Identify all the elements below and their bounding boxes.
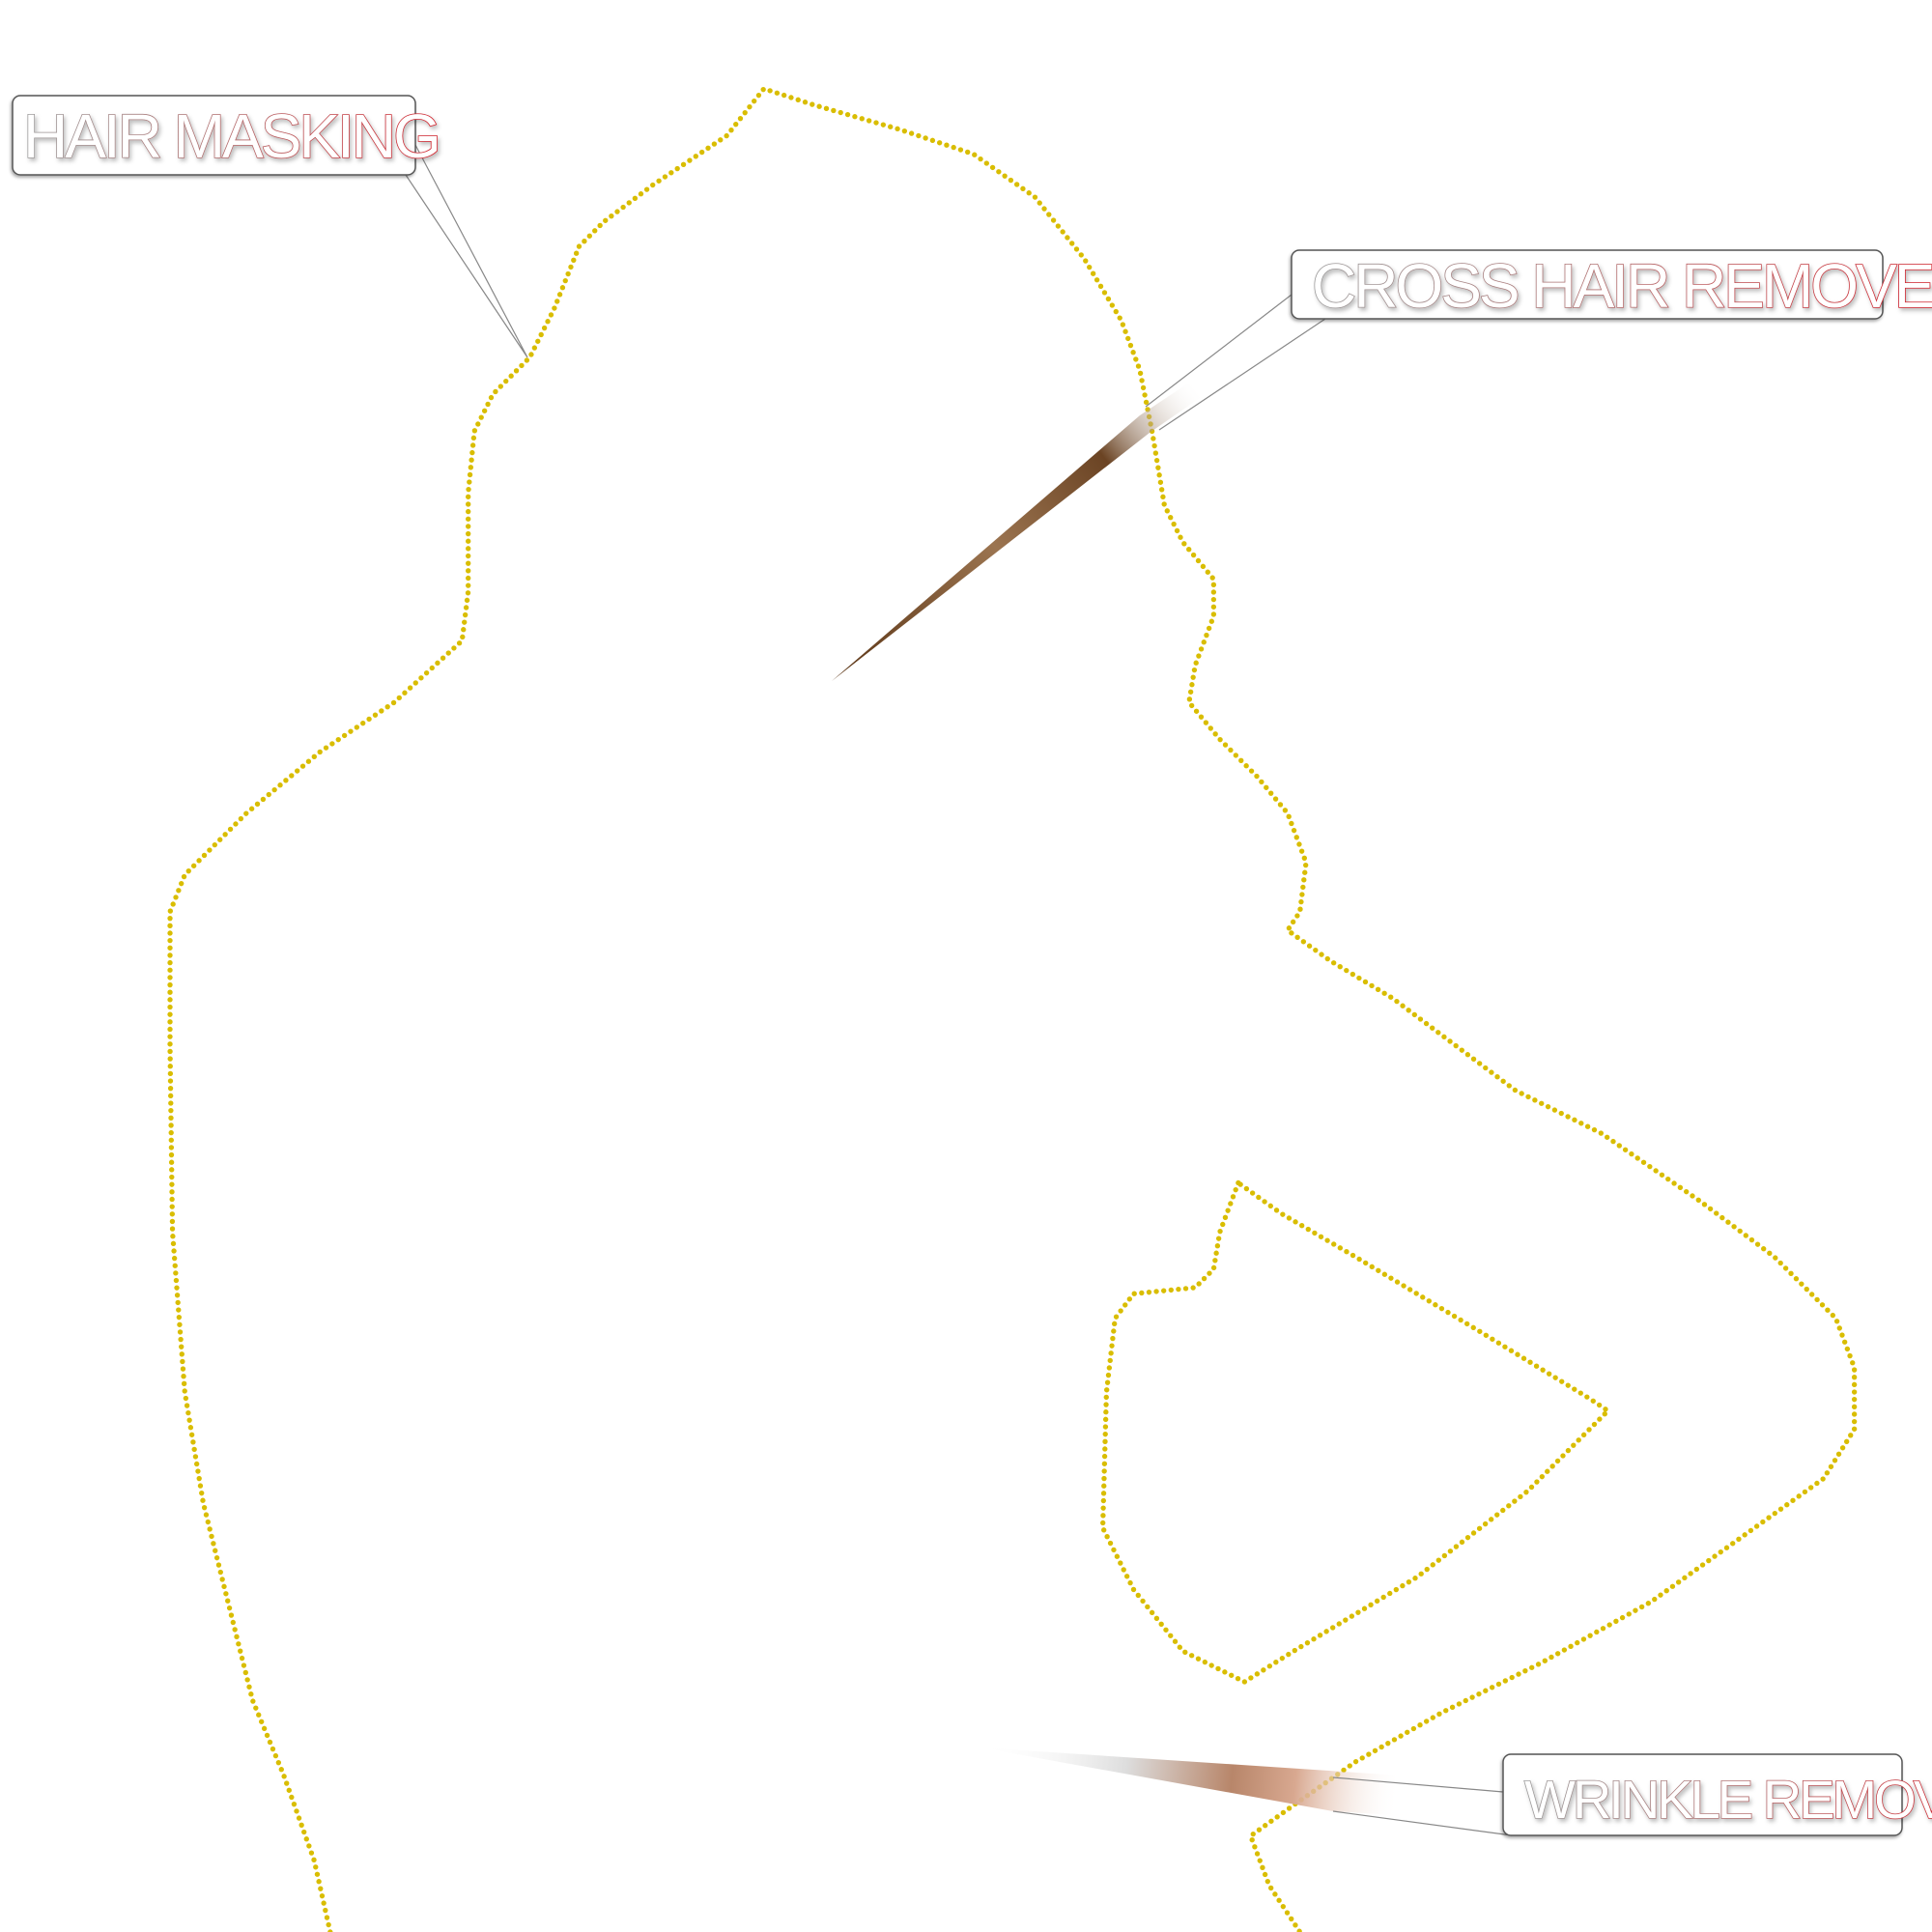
cross-hair-pointer-lower bbox=[1158, 318, 1326, 431]
inner-selection-path bbox=[1099, 1179, 1612, 1686]
cross-hair-remove-callout: CROSS HAIR REMOVE bbox=[1145, 249, 1932, 431]
wrinkle-remove-box bbox=[1502, 1753, 1903, 1836]
outer-selection-path bbox=[167, 85, 1858, 1932]
hair-masking-callout: HAIR MASKING bbox=[12, 95, 528, 358]
stray-hair-streak bbox=[832, 377, 1203, 681]
hair-masking-pointer bbox=[405, 144, 528, 358]
cross-hair-pointer-upper bbox=[1145, 294, 1293, 408]
wrinkle-remove-callout: WRINKLE REMOVE bbox=[1332, 1753, 1932, 1836]
wrinkle-remove-label: WRINKLE REMOVE bbox=[1524, 1769, 1932, 1830]
hair-masking-label: HAIR MASKING bbox=[23, 101, 439, 171]
cross-hair-remove-box bbox=[1291, 249, 1884, 320]
wrinkle-pointer-upper bbox=[1332, 1776, 1504, 1793]
wrinkle-pointer-lower bbox=[1332, 1810, 1513, 1836]
wrinkle-streak bbox=[980, 1747, 1410, 1816]
hair-masking-box bbox=[12, 95, 416, 176]
cross-hair-remove-label: CROSS HAIR REMOVE bbox=[1312, 251, 1932, 321]
